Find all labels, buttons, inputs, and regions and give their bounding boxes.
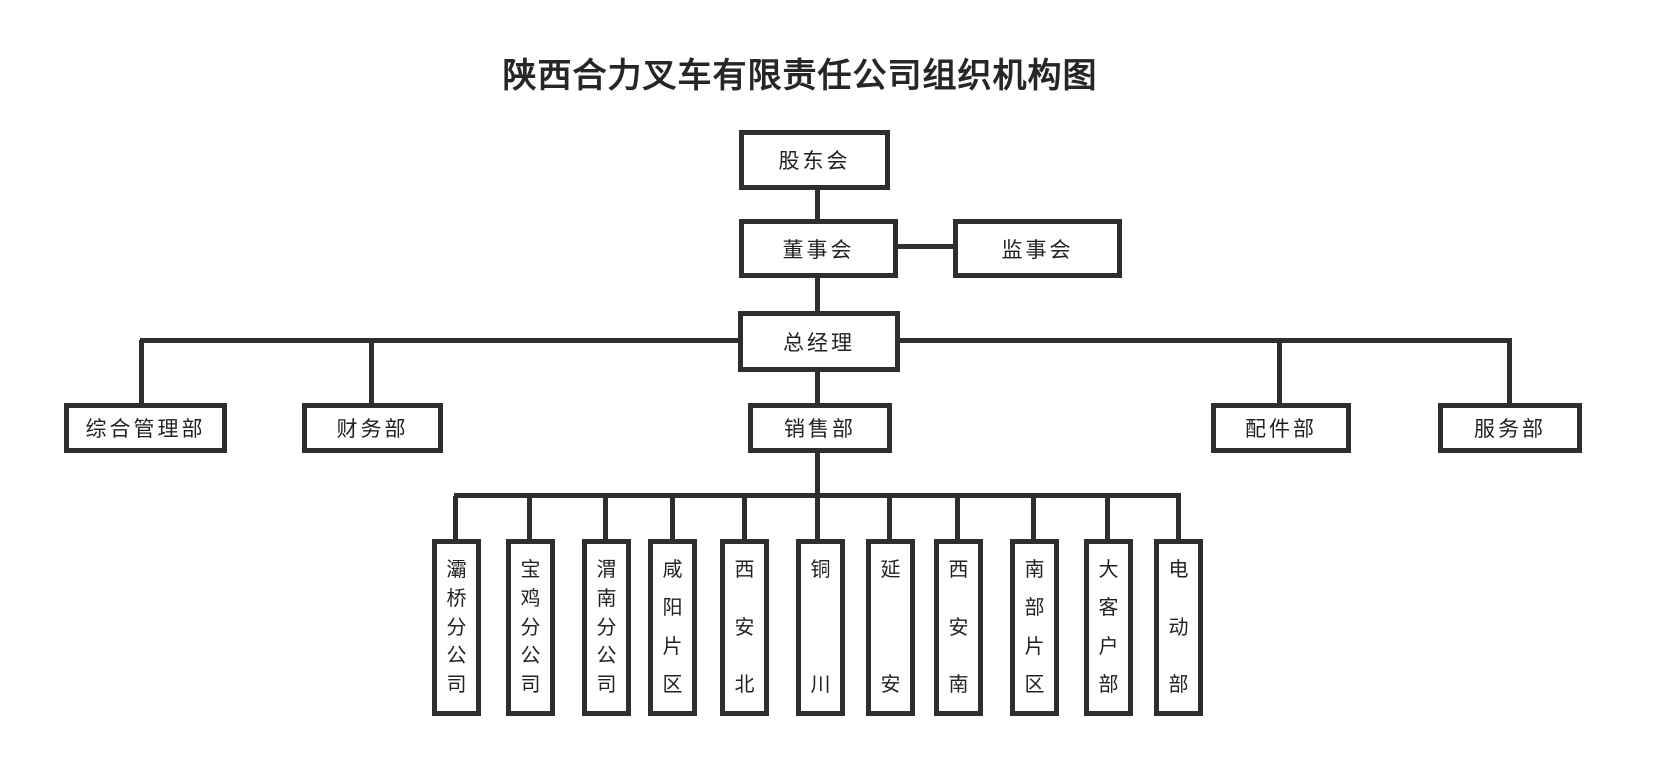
connector-drop-service — [1507, 340, 1512, 405]
connector-shareholders-board — [815, 188, 820, 221]
connector-drop-branch-5 — [742, 496, 747, 541]
node-dept-general-management: 综合管理部 — [64, 403, 227, 453]
connector-board-gm — [815, 276, 820, 313]
node-branch-yanan: 延安 — [866, 539, 915, 716]
connector-drop-branch-10 — [1105, 496, 1110, 541]
connector-sales-bus — [815, 451, 820, 496]
node-general-manager: 总经理 — [738, 311, 900, 372]
connector-board-supervisors — [896, 244, 955, 249]
connector-drop-branch-11 — [1176, 496, 1181, 541]
connector-drop-branch-4 — [670, 496, 675, 541]
connector-drop-branch-6 — [815, 496, 820, 541]
chart-title: 陕西合力叉车有限责任公司组织机构图 — [502, 57, 1098, 95]
node-branch-xian-north: 西安北 — [720, 539, 769, 716]
node-dept-parts: 配件部 — [1211, 403, 1351, 453]
connector-drop-branch-1 — [453, 496, 458, 541]
node-branch-key-accounts: 大客户部 — [1084, 539, 1133, 716]
node-dept-service: 服务部 — [1438, 403, 1582, 453]
connector-branch-bus — [454, 493, 1181, 498]
node-board-of-directors: 董事会 — [739, 219, 898, 278]
node-branch-baqiao: 灞桥分公司 — [432, 539, 481, 716]
node-branch-electric: 电动部 — [1154, 539, 1203, 716]
connector-drop-general-management — [139, 340, 144, 405]
connector-drop-branch-2 — [527, 496, 532, 541]
node-shareholders: 股东会 — [739, 130, 890, 190]
node-branch-baoji: 宝鸡分公司 — [506, 539, 555, 716]
connector-drop-branch-3 — [603, 496, 608, 541]
connector-drop-branch-9 — [1031, 496, 1036, 541]
connector-drop-branch-8 — [955, 496, 960, 541]
node-supervisory-board: 监事会 — [953, 219, 1122, 278]
node-branch-xian-south: 西安南 — [934, 539, 983, 716]
connector-gm-sales — [815, 370, 820, 405]
connector-drop-finance — [369, 340, 374, 405]
node-branch-south-area: 南部片区 — [1010, 539, 1059, 716]
node-branch-tongchuan: 铜川 — [796, 539, 845, 716]
node-dept-sales: 销售部 — [748, 403, 892, 453]
node-dept-finance: 财务部 — [302, 403, 443, 453]
node-branch-xianyang-area: 咸阳片区 — [648, 539, 697, 716]
connector-drop-parts — [1277, 340, 1282, 405]
connector-drop-branch-7 — [887, 496, 892, 541]
node-branch-weinan: 渭南分公司 — [582, 539, 631, 716]
